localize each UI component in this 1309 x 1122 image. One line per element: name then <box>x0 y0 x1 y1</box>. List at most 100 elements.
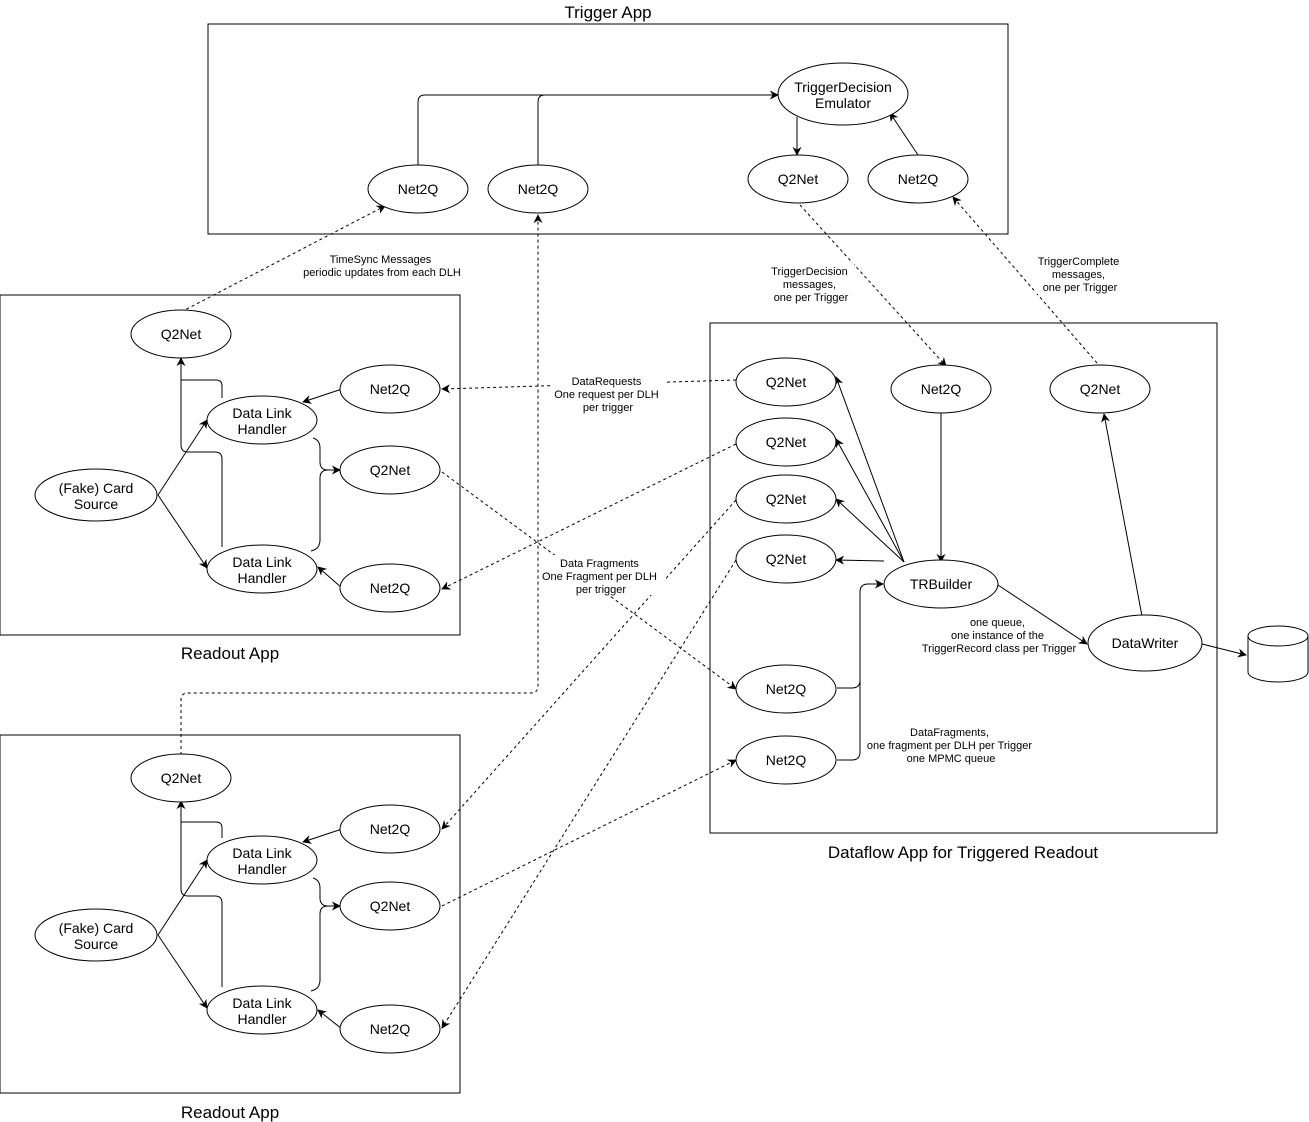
svg-text:Q2Net: Q2Net <box>161 770 202 786</box>
edge-trb-to-q2net-3 <box>835 498 905 563</box>
edge-datarequest-r2-a <box>441 499 737 830</box>
node-df-q2net-2: Q2Net <box>735 417 837 467</box>
edge-r1-dlh1-to-q2net-frag <box>312 437 341 475</box>
svg-text:Q2Net: Q2Net <box>370 898 411 914</box>
node-trigger-net2q-c: Net2Q <box>867 154 969 204</box>
svg-text:Net2Q: Net2Q <box>921 381 962 397</box>
node-r1-q2net-fragment: Q2Net <box>339 445 441 495</box>
edge-r1-dlh2-to-q2net <box>180 380 223 547</box>
edge-trigger-complete <box>952 196 1098 364</box>
note-trigger-decision: TriggerDecision messages, one per Trigge… <box>768 263 854 304</box>
edge-trb-to-datawriter <box>997 584 1088 645</box>
node-df-q2net-trigger-complete: Q2Net <box>1049 364 1151 414</box>
svg-text:Q2Net: Q2Net <box>1080 381 1121 397</box>
svg-text:Q2Net: Q2Net <box>766 374 807 390</box>
node-df-q2net-1: Q2Net <box>735 357 837 407</box>
note-one-queue: one queue, one instance of the TriggerRe… <box>922 617 1077 655</box>
edge-r2-card-to-dlh1 <box>157 859 208 936</box>
edge-r2-dlh1-to-q2net-frag <box>312 877 341 911</box>
node-r2-q2net-fragment: Q2Net <box>339 881 441 931</box>
svg-text:TRBuilder: TRBuilder <box>910 576 973 592</box>
note-trigger-decision-text: TriggerDecision messages, one per Trigge… <box>771 266 851 304</box>
readout-app-top-label: Readout App <box>181 644 279 663</box>
node-r1-net2q-request-2: Net2Q <box>339 563 441 613</box>
svg-text:Net2Q: Net2Q <box>898 171 939 187</box>
node-trigger-q2net: Q2Net <box>747 154 849 204</box>
edge-datawriter-to-storage <box>1201 643 1247 658</box>
edge-r1-net2q2-to-dlh2 <box>317 566 343 589</box>
edge-r1-card-to-dlh2 <box>157 494 208 569</box>
node-r2-net2q-request: Net2Q <box>339 804 441 854</box>
note-trigger-complete: TriggerComplete messages, one per Trigge… <box>1035 254 1125 294</box>
svg-text:Net2Q: Net2Q <box>518 181 559 197</box>
note-datafragments-queue-text: DataFragments, one fragment per DLH per … <box>867 727 1035 765</box>
note-data-requests: DataRequests One request per DLH per tri… <box>552 373 664 414</box>
edge-datawriter-to-q2net-tc <box>1101 413 1143 617</box>
svg-text:Net2Q: Net2Q <box>766 752 807 768</box>
svg-text:Q2Net: Q2Net <box>370 462 411 478</box>
node-df-net2q-fragment-2: Net2Q <box>735 735 837 785</box>
edge-datarequest-r1-b <box>441 443 737 590</box>
svg-text:Q2Net: Q2Net <box>766 434 807 450</box>
edge-net2q-c-to-tde <box>889 112 919 156</box>
edge-r1-net2q-to-dlh1 <box>302 388 343 404</box>
edge-trb-to-q2net-2 <box>835 438 905 563</box>
edge-trb-to-q2net-1 <box>834 376 905 563</box>
svg-text:Net2Q: Net2Q <box>370 821 411 837</box>
edge-r2-net2q2-to-dlh2 <box>317 1009 343 1030</box>
dataflow-app-label: Dataflow App for Triggered Readout <box>828 843 1099 862</box>
node-df-net2q-trigger-decision: Net2Q <box>890 364 992 414</box>
note-data-fragments-text: Data Fragments One Fragment per DLH per … <box>542 558 660 596</box>
trigger-app-box <box>207 23 1009 235</box>
node-r2-net2q-request-2: Net2Q <box>339 1004 441 1054</box>
svg-text:Q2Net: Q2Net <box>161 326 202 342</box>
note-trigger-complete-text: TriggerComplete messages, one per Trigge… <box>1038 256 1123 294</box>
node-df-q2net-4: Q2Net <box>735 534 837 584</box>
node-trigger-net2q-b: Net2Q <box>487 164 589 214</box>
trigger-app-label: Trigger App <box>564 3 651 22</box>
svg-text:Q2Net: Q2Net <box>766 551 807 567</box>
svg-text:DataWriter: DataWriter <box>1112 635 1179 651</box>
note-data-requests-text: DataRequests One request per DLH per tri… <box>554 376 662 414</box>
edge-r1-card-to-dlh1 <box>157 419 208 496</box>
node-r2-q2net-timesync: Q2Net <box>130 753 232 803</box>
edge-timesync-r1 <box>180 205 386 313</box>
svg-text:Net2Q: Net2Q <box>766 681 807 697</box>
node-trigger-net2q-a: Net2Q <box>367 164 469 214</box>
edge-net2q-b-to-tde <box>537 94 546 165</box>
edge-r2-card-to-dlh2 <box>157 934 208 1009</box>
note-timesync-text: TimeSync Messages periodic updates from … <box>303 254 461 279</box>
edge-net2q-a-to-tde <box>417 90 779 165</box>
edge-r2-dlh1-to-q2net <box>176 800 223 838</box>
database-cylinder-icon <box>1247 625 1309 683</box>
node-datawriter: DataWriter <box>1087 614 1203 672</box>
node-trbuilder: TRBuilder <box>883 559 999 609</box>
edge-r2-dlh2-to-q2net <box>180 822 223 987</box>
svg-text:Net2Q: Net2Q <box>370 1021 411 1037</box>
svg-text:Net2Q: Net2Q <box>370 381 411 397</box>
svg-text:Q2Net: Q2Net <box>778 171 819 187</box>
edge-r1-dlh2-to-q2net-frag <box>310 469 329 552</box>
edge-r2-dlh2-to-q2net-frag <box>310 905 329 992</box>
readout-app-bottom-label: Readout App <box>181 1103 279 1122</box>
note-data-fragments: Data Fragments One Fragment per DLH per … <box>540 555 664 596</box>
edge-trigger-decision <box>799 204 947 367</box>
edge-datarequest-r1-a <box>441 379 737 394</box>
node-r1-q2net-timesync: Q2Net <box>130 309 232 359</box>
node-df-net2q-fragment-1: Net2Q <box>735 664 837 714</box>
